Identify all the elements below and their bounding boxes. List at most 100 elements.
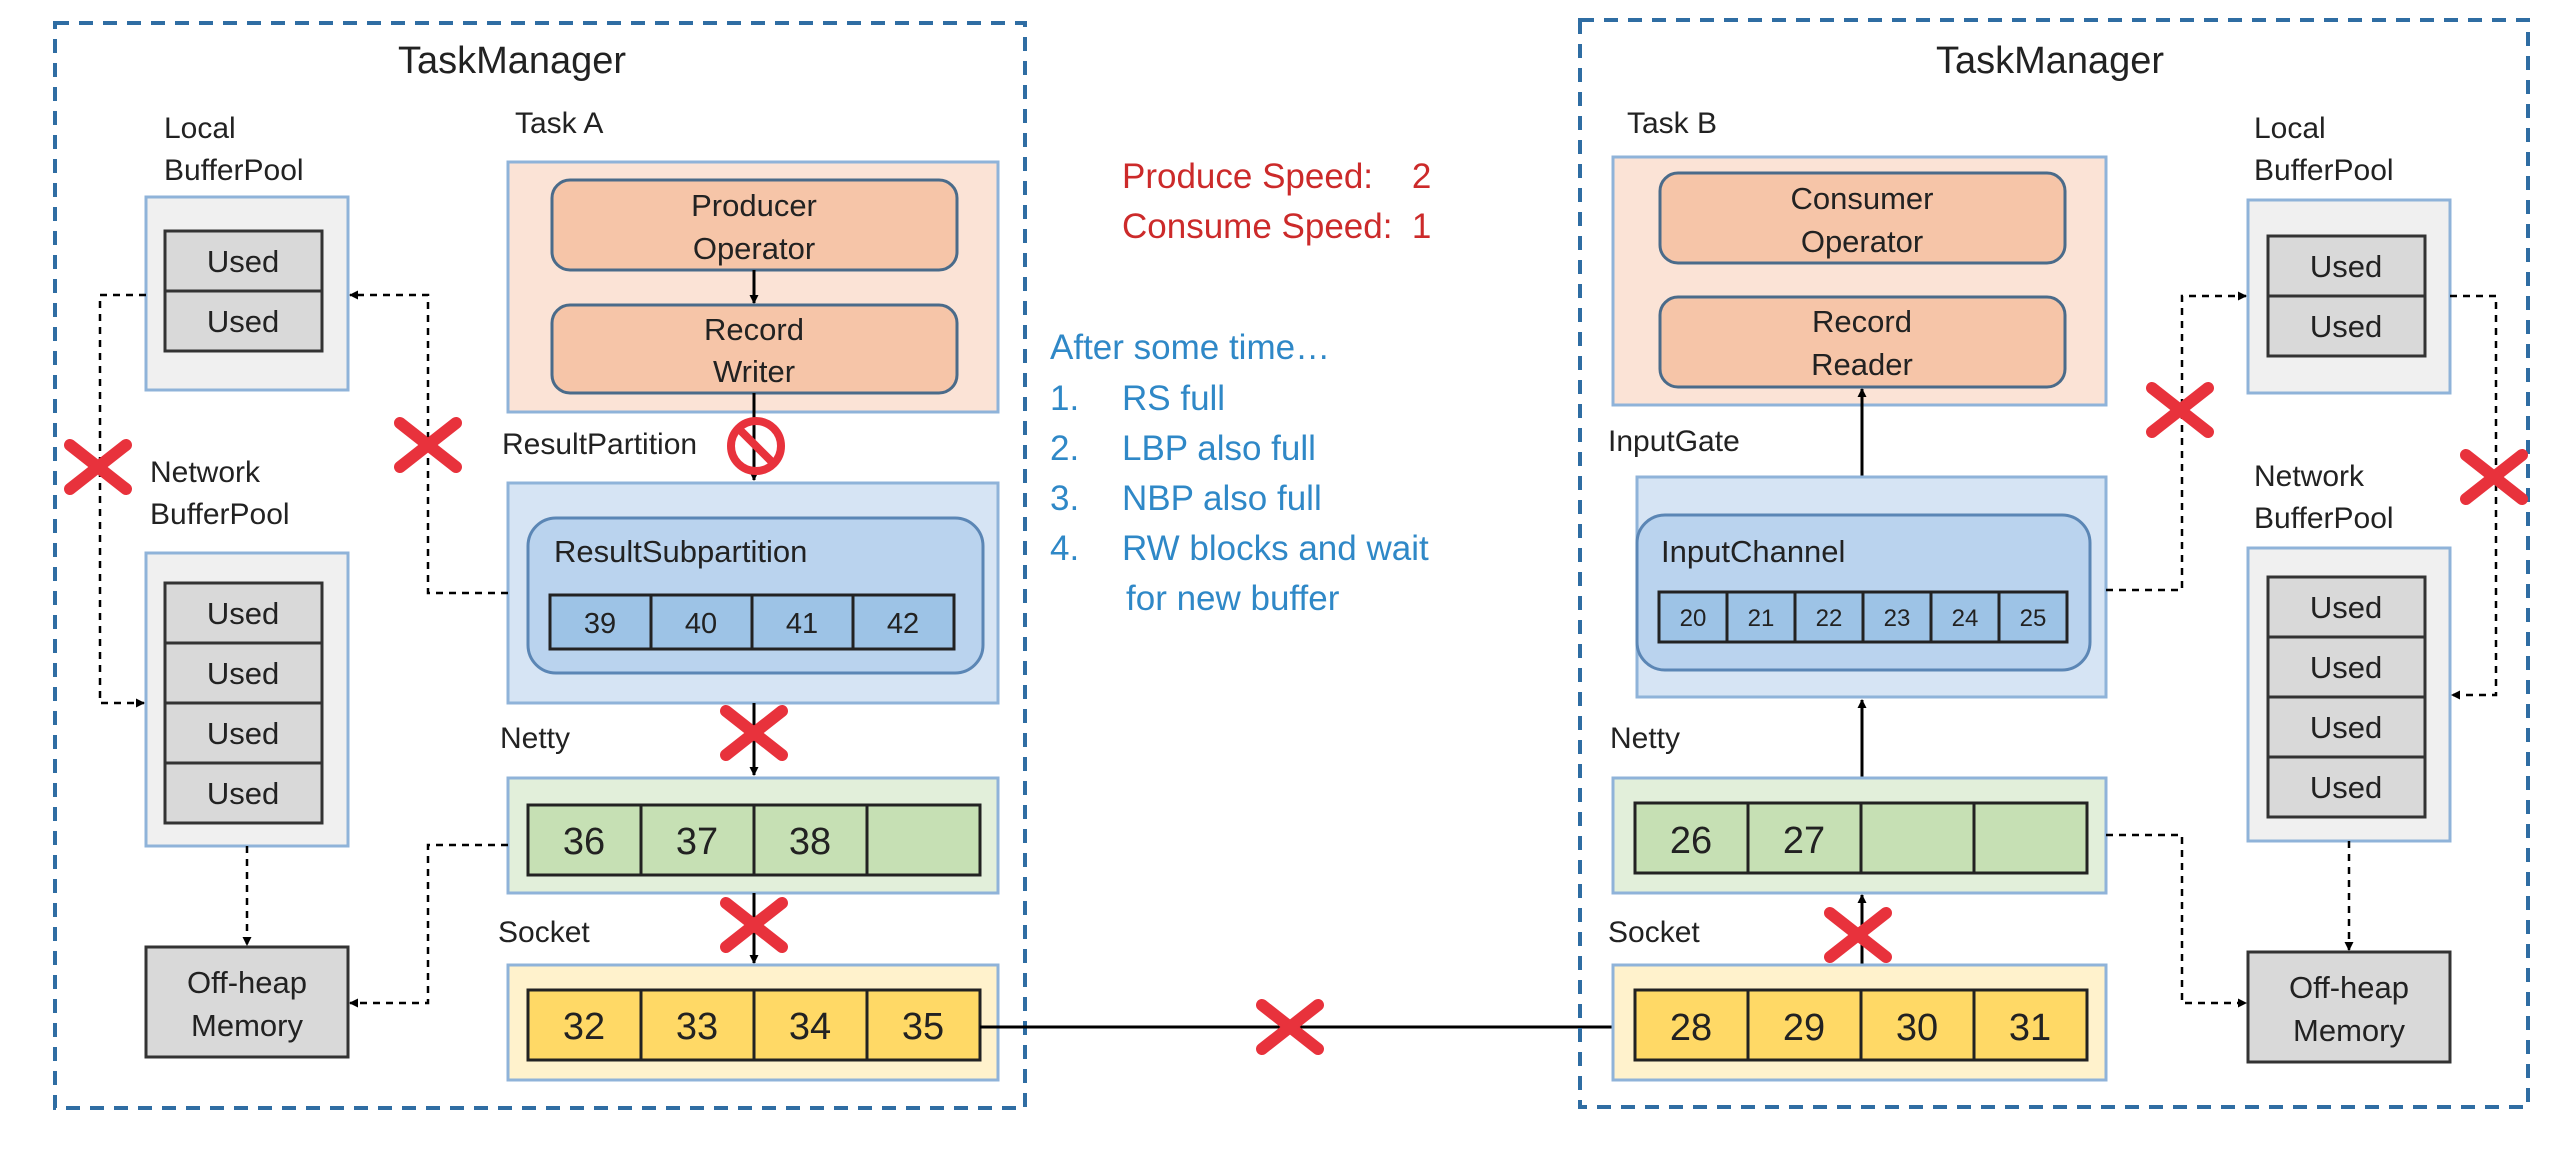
local-to-network-pool-link [98, 293, 146, 708]
produce-speed: Produce Speed: 2 [1122, 157, 1431, 196]
cross-mark-icon [2152, 388, 2208, 432]
right-network-slot-4 [2266, 755, 2427, 819]
left-network-pool-label-2: BufferPool [150, 498, 290, 531]
notes-heading: After some time… [1050, 328, 1330, 367]
left-taskmanager-frame [53, 21, 1027, 1110]
channel-cell-6 [1997, 590, 2069, 644]
subpartition-cell-4-label: 42 [887, 608, 919, 640]
left-offheap-label-2: Memory [191, 1008, 303, 1043]
left-network-slot-3 [163, 701, 324, 765]
right-network-slot-4-label: Used [2310, 770, 2382, 805]
note-4-continuation: for new buffer [1126, 579, 1340, 618]
right-network-slot-2 [2266, 635, 2427, 699]
left-netty-cell-2 [639, 803, 756, 877]
note-2-num: 2. [1050, 429, 1079, 468]
left-netty-cell-3-label: 38 [789, 821, 831, 863]
record-reader-label-2: Reader [1811, 347, 1913, 382]
right-network-slot-3 [2266, 695, 2427, 759]
consumer-operator-label-1: Consumer [1791, 181, 1934, 216]
channel-cell-6-label: 25 [2020, 605, 2047, 632]
right-local-slot-1 [2266, 234, 2427, 298]
netty-to-offheap-link [349, 843, 508, 1008]
right-socket-cell-4 [1972, 988, 2089, 1062]
right-local-pool-label-1: Local [2254, 112, 2326, 145]
task-a-label: Task A [515, 107, 603, 140]
blocked-icon [727, 417, 785, 475]
left-netty-cell-1 [526, 803, 643, 877]
right-network-slot-1-label: Used [2310, 590, 2382, 625]
left-netty-cell-4 [865, 803, 982, 877]
right-netty-cell-3 [1859, 801, 1976, 875]
channel-cell-3 [1793, 590, 1865, 644]
left-network-pool-label-1: Network [150, 456, 261, 489]
record-writer-label-2: Writer [713, 354, 795, 389]
right-offheap-label-1: Off-heap [2289, 970, 2409, 1005]
left-taskmanager-title: TaskManager [398, 40, 626, 82]
left-local-pool-label-2: BufferPool [164, 154, 304, 187]
right-netty-cell-2 [1746, 801, 1863, 875]
note-3-num: 3. [1050, 479, 1079, 518]
record-reader-label-1: Record [1812, 304, 1912, 339]
left-socket-cell-1-label: 32 [563, 1006, 605, 1048]
right-offheap-label-2: Memory [2293, 1013, 2405, 1048]
right-socket-cell-1 [1633, 988, 1750, 1062]
right-netty-to-offheap-link [2106, 833, 2247, 1008]
right-netty-cell-4 [1972, 801, 2089, 875]
producer-operator-label-1: Producer [691, 188, 817, 223]
record-writer-label-1: Record [704, 312, 804, 347]
right-socket-label: Socket [1608, 916, 1700, 949]
left-network-slot-4-label: Used [207, 776, 279, 811]
left-offheap-label-1: Off-heap [187, 965, 307, 1000]
left-netty-label: Netty [500, 722, 570, 755]
channel-cell-4 [1861, 590, 1933, 644]
channel-cell-2-label: 21 [1748, 605, 1775, 632]
left-socket-cell-4-label: 35 [902, 1006, 944, 1048]
cross-mark-icon [1830, 913, 1886, 957]
result-partition-label: ResultPartition [502, 428, 697, 461]
input-channel-label: InputChannel [1661, 534, 1845, 569]
right-socket-cell-1-label: 28 [1670, 1007, 1712, 1049]
subpartition-cell-4 [851, 593, 956, 651]
right-socket-cell-3 [1859, 988, 1976, 1062]
left-netty-cell-1-label: 36 [563, 821, 605, 863]
left-network-slot-1 [163, 581, 324, 645]
left-socket-cell-1 [526, 988, 643, 1062]
right-local-slot-1-label: Used [2310, 249, 2382, 284]
left-socket-cell-4 [865, 988, 982, 1062]
task-b-label: Task B [1627, 107, 1717, 140]
right-network-pool-label-1: Network [2254, 460, 2365, 493]
left-network-slot-4 [163, 761, 324, 825]
left-local-pool-label-1: Local [164, 112, 236, 145]
left-socket-cell-3 [752, 988, 869, 1062]
channel-cell-1-label: 20 [1680, 605, 1707, 632]
channel-cell-1 [1657, 590, 1729, 644]
subpartition-cell-2 [649, 593, 754, 651]
right-network-pool-label-2: BufferPool [2254, 502, 2394, 535]
right-netty-label: Netty [1610, 722, 1680, 755]
cross-mark-icon [2466, 455, 2522, 499]
record-reader [1658, 295, 2067, 389]
right-taskmanager-frame [1578, 18, 2530, 1109]
consumer-operator-label-2: Operator [1801, 224, 1923, 259]
left-network-slot-2 [163, 641, 324, 705]
left-socket-cell-3-label: 34 [789, 1006, 831, 1048]
partition-to-local-pool-link [349, 290, 508, 595]
right-socket-cell-2-label: 29 [1783, 1007, 1825, 1049]
channel-cell-3-label: 22 [1816, 605, 1843, 632]
left-netty-cell-2-label: 37 [676, 821, 718, 863]
channel-cell-4-label: 23 [1884, 605, 1911, 632]
input-gate-label: InputGate [1608, 425, 1740, 458]
right-network-slot-3-label: Used [2310, 710, 2382, 745]
subpartition-cell-3-label: 41 [786, 608, 818, 640]
note-4-text: RW blocks and wait [1122, 529, 1429, 568]
right-taskmanager-title: TaskManager [1936, 40, 2164, 82]
left-local-slot-1-label: Used [207, 244, 279, 279]
consume-speed: Consume Speed: 1 [1122, 207, 1431, 246]
note-2-text: LBP also full [1122, 429, 1316, 468]
right-offheap-memory [2246, 950, 2452, 1064]
note-1-text: RS full [1122, 379, 1225, 418]
right-network-slot-1 [2266, 575, 2427, 639]
subpartition-cell-2-label: 40 [685, 608, 717, 640]
subpartition-cell-1-label: 39 [584, 608, 616, 640]
